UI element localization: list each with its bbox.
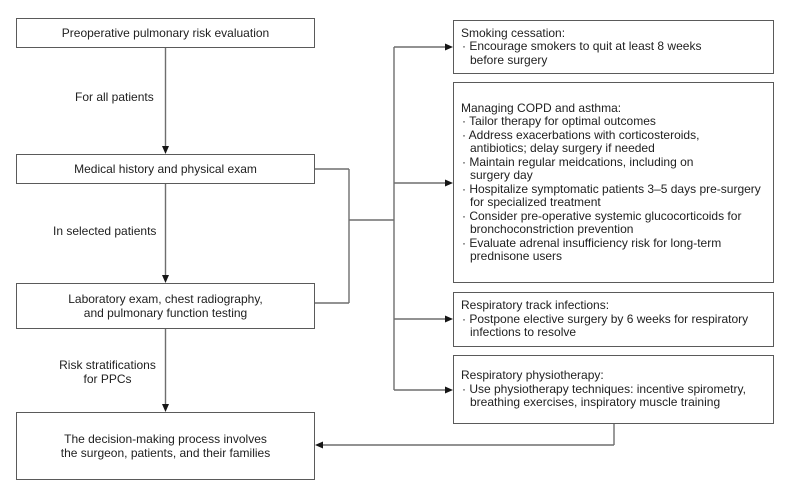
node-preoperative-evaluation: Preoperative pulmonary risk evaluation	[16, 18, 315, 48]
node-decision-making: The decision-making process involves the…	[16, 412, 315, 480]
smoking-cessation-bullet: · Encourage smokers to quit at least 8 w…	[462, 39, 702, 67]
arrow-feedback-to-decision-head	[315, 441, 323, 449]
node-laboratory-exam: Laboratory exam, chest radiography, and …	[16, 283, 315, 329]
arrow-preop-to-history-head	[162, 146, 169, 154]
node-medical-history: Medical history and physical exam	[16, 154, 315, 184]
copd-asthma-bullet: · Maintain regular meidcations, includin…	[462, 154, 694, 182]
copd-asthma-bullet: · Hospitalize symptomatic patients 3–5 d…	[462, 181, 761, 209]
arrow-trunk-to-smoking-head	[445, 43, 453, 51]
node-copd-asthma: Managing COPD and asthma: · Tailor thera…	[453, 82, 774, 283]
respiratory-infections-bullet: · Postpone elective surgery by 6 weeks f…	[462, 311, 749, 340]
node-smoking-cessation: Smoking cessation: · Encourage smokers t…	[453, 20, 774, 74]
copd-asthma-bullet: · Tailor therapy for optimal outcomes	[462, 114, 656, 128]
arrow-trunk-to-copd-head	[445, 179, 453, 187]
respiratory-physiotherapy-title: Respiratory physiotherapy:	[461, 368, 604, 383]
arrow-trunk-to-infections-head	[445, 315, 453, 323]
arrow-lab-to-decision-head	[162, 404, 169, 412]
node-respiratory-physiotherapy: Respiratory physiotherapy: · Use physiot…	[453, 355, 774, 424]
respiratory-infections-title: Respiratory track infections:	[461, 298, 610, 313]
copd-asthma-bullet: · Consider pre-operative systemic glucoc…	[462, 208, 742, 236]
smoking-cessation-title: Smoking cessation:	[461, 25, 566, 40]
label-risk-stratifications: Risk stratifications for PPCs	[59, 358, 156, 386]
copd-asthma-bullet: · Evaluate adrenal insufficiency risk fo…	[462, 235, 722, 263]
arrow-trunk-to-physiotherapy-head	[445, 386, 453, 394]
respiratory-physiotherapy-bullet: · Use physiotherapy techniques: incentiv…	[462, 381, 746, 410]
label-for-all-patients: For all patients	[75, 90, 154, 104]
copd-asthma-bullet: · Address exacerbations with corticoster…	[462, 127, 700, 155]
arrow-history-to-lab-head	[162, 275, 169, 283]
label-in-selected-patients: In selected patients	[53, 224, 157, 238]
copd-asthma-title: Managing COPD and asthma:	[461, 100, 622, 115]
node-respiratory-infections: Respiratory track infections: · Postpone…	[453, 292, 774, 347]
